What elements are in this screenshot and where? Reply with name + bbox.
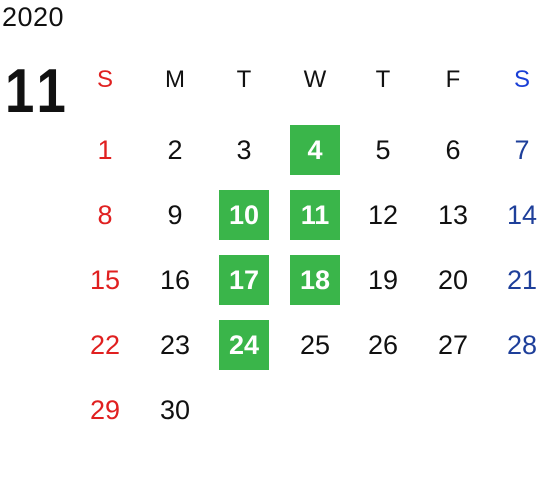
day-number: 23 (159, 330, 191, 360)
day-number: 4 (307, 135, 323, 165)
day-number: 13 (437, 200, 469, 230)
day-cell-14[interactable]: 14 (487, 190, 548, 240)
day-cell-5[interactable]: 5 (348, 125, 418, 175)
day-number: 14 (506, 200, 538, 230)
day-number: 18 (299, 265, 331, 295)
day-cell-28[interactable]: 28 (487, 320, 548, 370)
day-cell-7[interactable]: 7 (487, 125, 548, 175)
day-number: 9 (167, 200, 183, 230)
day-cell-27[interactable]: 27 (418, 320, 488, 370)
day-cell-15[interactable]: 15 (70, 255, 140, 305)
highlight-marker (290, 125, 340, 175)
day-number: 19 (367, 265, 399, 295)
day-number: 15 (89, 265, 121, 295)
day-number: 12 (367, 200, 399, 230)
weekday-tue: T (236, 66, 252, 93)
day-number: 27 (437, 330, 469, 360)
day-cell-30[interactable]: 30 (140, 385, 210, 435)
day-cell-13[interactable]: 13 (418, 190, 488, 240)
weekday-wed: W (303, 66, 327, 93)
day-cell-26[interactable]: 26 (348, 320, 418, 370)
day-number: 1 (97, 135, 113, 165)
day-cell-3[interactable]: 3 (209, 125, 279, 175)
highlight-marker (219, 320, 269, 370)
highlight-marker (219, 190, 269, 240)
day-cell-10[interactable]: 10 (209, 190, 279, 240)
weekday-header: S M T W T F S (70, 58, 548, 102)
day-number: 22 (89, 330, 121, 360)
day-number: 5 (375, 135, 391, 165)
day-number: 11 (300, 200, 330, 230)
day-cell-18[interactable]: 18 (280, 255, 350, 305)
day-number: 21 (506, 265, 538, 295)
day-number: 16 (159, 265, 191, 295)
day-number: 17 (228, 265, 260, 295)
weekday-sat: S (513, 66, 530, 93)
day-cell-12[interactable]: 12 (348, 190, 418, 240)
weekday-fri: F (445, 66, 461, 93)
day-number: 28 (506, 330, 538, 360)
day-cell-21[interactable]: 21 (487, 255, 548, 305)
day-number: 24 (228, 330, 260, 360)
day-cell-19[interactable]: 19 (348, 255, 418, 305)
day-number: 30 (159, 395, 191, 425)
day-cell-8[interactable]: 8 (70, 190, 140, 240)
day-number: 6 (445, 135, 461, 165)
day-cell-22[interactable]: 22 (70, 320, 140, 370)
day-number: 8 (97, 200, 113, 230)
day-cell-20[interactable]: 20 (418, 255, 488, 305)
highlight-marker (290, 255, 340, 305)
weekday-sun: S (96, 66, 113, 93)
day-number: 29 (89, 395, 121, 425)
day-number: 25 (299, 330, 331, 360)
day-cell-4[interactable]: 4 (280, 125, 350, 175)
day-number: 26 (367, 330, 399, 360)
day-cell-2[interactable]: 2 (140, 125, 210, 175)
day-cell-23[interactable]: 23 (140, 320, 210, 370)
day-number: 7 (514, 135, 530, 165)
day-cell-9[interactable]: 9 (140, 190, 210, 240)
day-cell-11[interactable]: 11 (280, 190, 350, 240)
day-cell-6[interactable]: 6 (418, 125, 488, 175)
day-number: 3 (236, 135, 252, 165)
weekday-thu: T (375, 66, 391, 93)
day-cell-25[interactable]: 25 (280, 320, 350, 370)
month-label: 11 (5, 57, 71, 126)
day-cell-16[interactable]: 16 (140, 255, 210, 305)
day-number: 10 (228, 200, 260, 230)
day-cell-1[interactable]: 1 (70, 125, 140, 175)
highlight-marker (290, 190, 340, 240)
day-cell-24[interactable]: 24 (209, 320, 279, 370)
highlight-marker (219, 255, 269, 305)
weekday-mon: M (165, 66, 185, 93)
day-cell-29[interactable]: 29 (70, 385, 140, 435)
year-label: 2020 (2, 2, 65, 32)
day-number: 2 (167, 135, 183, 165)
day-number: 20 (437, 265, 469, 295)
day-cell-17[interactable]: 17 (209, 255, 279, 305)
